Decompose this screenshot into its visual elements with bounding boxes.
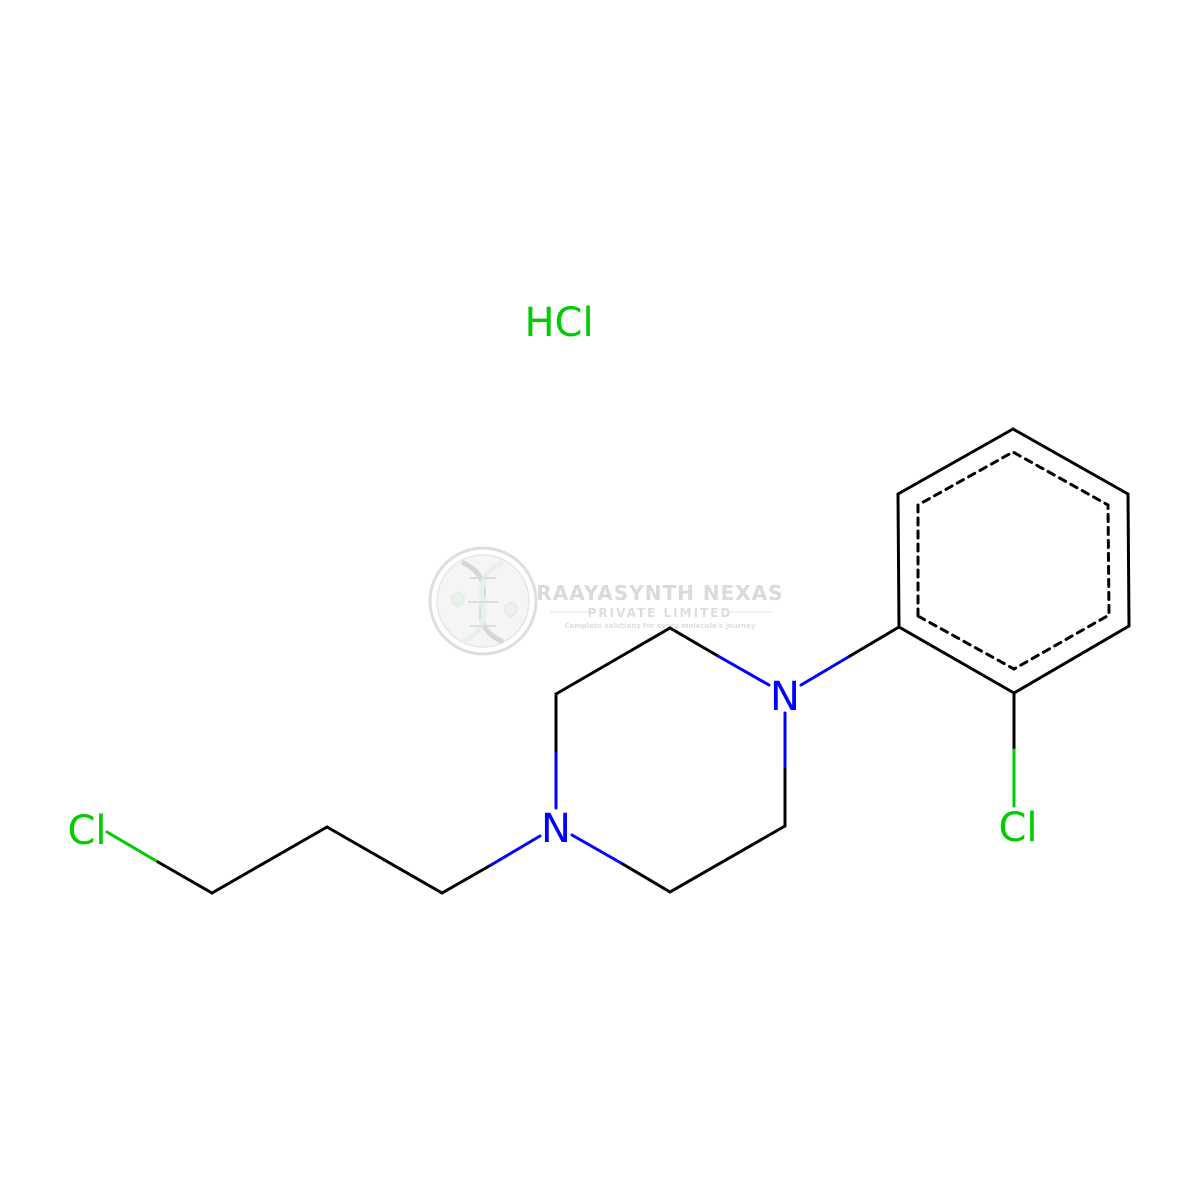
bond-c3-n1-black [440,863,493,895]
bonds [105,427,1131,895]
watermark-company: RAAYASYNTH NEXAS [536,581,783,605]
bond-cl-c1-black [156,860,214,895]
bond-ar2-ar3 [896,427,1015,496]
bond-ar3-ar4 [1011,427,1130,496]
bond-ar1-ar2 [896,492,901,629]
bond-ar4-ar5 [1126,492,1131,628]
bond-cb-n2-blue [716,654,771,687]
watermark: RAAYASYNTH NEXAS PRIVATE LIMITED Complet… [428,546,783,656]
bond-ar5-ar6 [1012,624,1131,695]
watermark-tagline: Complete solutions for every molecule's … [565,622,756,630]
atom-labels: HCl Cl N N Cl [67,300,1037,854]
nitrogen-right-label: N [770,674,800,720]
watermark-subtitle: PRIVATE LIMITED [588,606,733,620]
nitrogen-left-label: N [541,806,571,852]
bond-c3-n1-blue [489,834,542,867]
bond-cd-n1-blue [570,833,623,865]
bond-n2-aryl-blue [799,654,852,687]
bond-c2-c3 [325,825,444,895]
bond-cb-n2-black [668,626,720,658]
aromatic-inner-ring [916,450,1111,671]
bond-c1-c2 [210,825,329,895]
bond-ar6-ar1 [897,625,1016,695]
bond-cl-c1-green [105,830,160,864]
chain-chlorine-label: Cl [67,808,106,854]
bond-n2-aryl-black [848,625,901,658]
bond-cd-n1-black [619,861,672,894]
bond-ca-cb [554,626,672,696]
ring-chlorine-label: Cl [998,805,1037,851]
dna-logo-icon [428,546,538,656]
salt-label: HCl [524,300,593,346]
bond-cc-cd [668,824,787,894]
